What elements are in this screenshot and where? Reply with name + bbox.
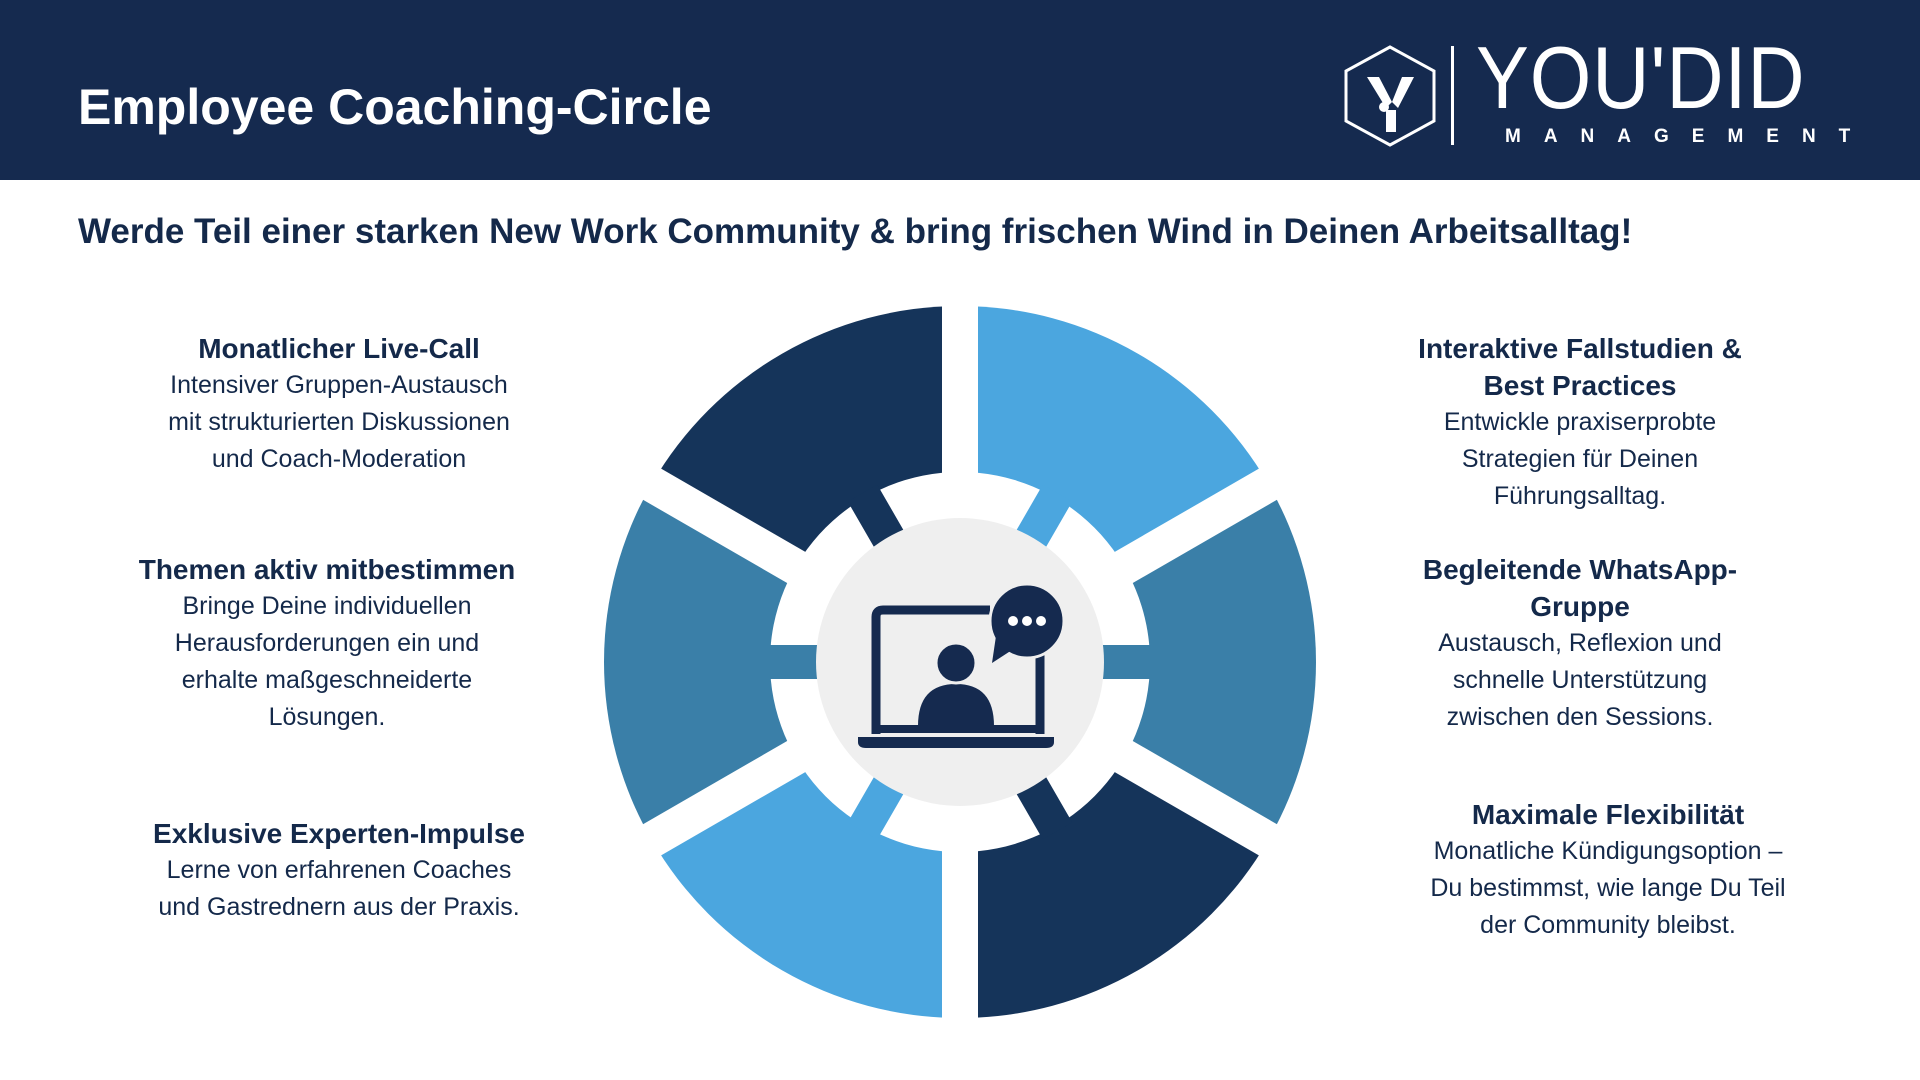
feature-text: mit strukturierten Diskussionen <box>168 408 510 436</box>
feature-flexibility: Maximale Flexibilität Monatliche Kündigu… <box>1378 796 1838 944</box>
feature-text: zwischen den Sessions. <box>1446 703 1714 731</box>
feature-experts: Exklusive Experten-Impulse Lerne von erf… <box>109 815 569 926</box>
wheel-spoke <box>1014 773 1073 840</box>
feature-text: erhalte maßgeschneiderte <box>181 666 473 694</box>
page-title: Employee Coaching-Circle <box>78 79 712 135</box>
logo-tagline: MANAGEMENT <box>1505 126 1874 147</box>
feature-text: Lerne von erfahrenen Coaches <box>166 856 512 884</box>
wheel-spoke <box>847 773 906 840</box>
feature-heading: Exklusive Experten-Impulse <box>153 818 525 849</box>
feature-text: und Coach-Moderation <box>211 445 467 473</box>
feature-text: und Gastrednern aus der Praxis. <box>158 893 520 921</box>
feature-heading: Best Practices <box>1483 370 1677 401</box>
wheel-spoke <box>847 484 906 551</box>
feature-heading: Maximale Flexibilität <box>1471 799 1745 830</box>
logo-wordmark: YOU'DID <box>1476 28 1806 127</box>
feature-text: Du bestimmst, wie lange Du Teil <box>1430 874 1786 902</box>
feature-live-call: Monatlicher Live-Call Intensiver Gruppen… <box>109 330 569 478</box>
logo-hexagon-icon <box>1344 45 1436 147</box>
feature-text: der Community bleibst. <box>1480 911 1736 939</box>
wheel-spoke <box>765 645 821 679</box>
wheel-spoke <box>1099 645 1155 679</box>
feature-text: Entwickle praxiserprobte <box>1443 408 1717 436</box>
logo-divider <box>1451 46 1454 145</box>
subtitle: Werde Teil einer starken New Work Commun… <box>78 212 1633 251</box>
speech-bubble-icon <box>988 582 1066 663</box>
feature-text: Intensiver Gruppen-Austausch <box>170 371 508 399</box>
feature-topics: Themen aktiv mitbestimmen Bringe Deine i… <box>97 551 557 736</box>
feature-case-studies: Interaktive Fallstudien & Best Practices… <box>1350 330 1810 515</box>
feature-heading: Themen aktiv mitbestimmen <box>138 554 516 585</box>
feature-heading: Begleitende WhatsApp- <box>1422 554 1738 585</box>
feature-text: Lösungen. <box>268 703 386 731</box>
header-bar: Employee Coaching-Circle YOU'DID MANAGEM… <box>0 0 1920 180</box>
feature-whatsapp: Begleitende WhatsApp- Gruppe Austausch, … <box>1350 551 1810 736</box>
laptop-video-call-icon <box>858 605 1054 748</box>
feature-heading: Monatlicher Live-Call <box>198 333 480 364</box>
feature-text: Bringe Deine individuellen <box>182 592 472 620</box>
feature-text: Monatliche Kündigungsoption – <box>1433 837 1783 865</box>
feature-text: Herausforderungen ein und <box>174 629 480 657</box>
feature-text: Führungsalltag. <box>1493 482 1667 510</box>
wheel-spoke <box>1014 484 1073 551</box>
feature-heading: Interaktive Fallstudien & <box>1418 333 1742 364</box>
feature-heading: Gruppe <box>1530 591 1630 622</box>
feature-text: Austausch, Reflexion und <box>1438 629 1722 657</box>
feature-text: schnelle Unterstützung <box>1452 666 1708 694</box>
feature-text: Strategien für Deinen <box>1461 445 1699 473</box>
